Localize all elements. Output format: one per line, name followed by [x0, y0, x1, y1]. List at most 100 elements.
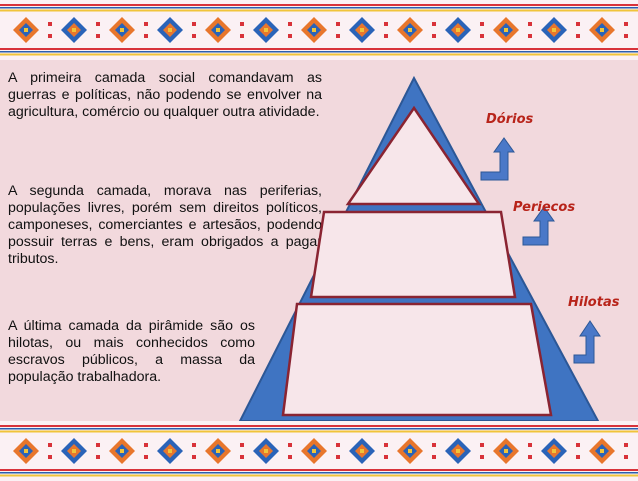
diamond-motif — [312, 449, 316, 453]
dot-motif — [240, 455, 244, 459]
dot-motif — [576, 455, 580, 459]
dot-motif — [288, 443, 292, 447]
dot-motif — [528, 22, 532, 26]
dot-motif — [144, 455, 148, 459]
dot-motif — [528, 455, 532, 459]
diamond-motif — [72, 28, 76, 32]
dot-motif — [384, 455, 388, 459]
pyramid-middle-layer — [309, 210, 517, 299]
layer-label-periecos: Periecos — [513, 200, 576, 215]
diamond-motif — [360, 449, 364, 453]
dot-motif — [384, 443, 388, 447]
diamond-motif — [72, 449, 76, 453]
border-stripe — [0, 472, 638, 474]
paragraph-last-layer: A última camada da pirâmide são os hilot… — [8, 318, 255, 385]
tribal-pattern-border — [0, 0, 638, 60]
dot-motif — [48, 22, 52, 26]
dot-motif — [288, 455, 292, 459]
diamond-motif — [168, 449, 172, 453]
paragraph-first-layer: A primeira camada social comandavam as g… — [8, 70, 322, 120]
border-stripe — [0, 425, 638, 427]
dot-motif — [240, 22, 244, 26]
pyramid-bottom-layer — [281, 302, 553, 417]
dot-motif — [240, 34, 244, 38]
diamond-motif — [24, 28, 28, 32]
dot-motif — [96, 443, 100, 447]
dot-motif — [48, 34, 52, 38]
dot-motif — [288, 34, 292, 38]
border-stripe — [0, 474, 638, 477]
dot-motif — [192, 34, 196, 38]
diamond-motif — [552, 28, 556, 32]
dot-motif — [624, 455, 628, 459]
dot-motif — [336, 22, 340, 26]
diamond-motif — [552, 449, 556, 453]
dot-motif — [624, 443, 628, 447]
paragraph-second-layer: A segunda camada, morava nas periferias,… — [8, 183, 322, 267]
dot-motif — [96, 34, 100, 38]
diamond-motif — [216, 449, 220, 453]
diamond-motif — [168, 28, 172, 32]
diamond-motif — [456, 28, 460, 32]
border-stripe — [0, 428, 638, 430]
arrow-up-icon-periecos — [522, 206, 555, 246]
diamond-motif — [504, 28, 508, 32]
arrow-up-icon-hilotas — [573, 320, 601, 364]
dot-motif — [528, 34, 532, 38]
diamond-motif — [408, 449, 412, 453]
dot-motif — [192, 22, 196, 26]
diamond-motif — [264, 449, 268, 453]
border-stripe — [0, 7, 638, 9]
dot-motif — [432, 34, 436, 38]
pyramid-top-layer — [345, 105, 482, 206]
dot-motif — [384, 34, 388, 38]
dot-motif — [432, 22, 436, 26]
arrow-up-icon-dorios — [480, 137, 515, 181]
dot-motif — [288, 22, 292, 26]
diamond-motif — [600, 449, 604, 453]
diamond-motif — [600, 28, 604, 32]
bottom-decorative-band — [0, 421, 638, 481]
layer-label-hilotas: Hilotas — [568, 295, 620, 310]
dot-motif — [480, 455, 484, 459]
dot-motif — [336, 443, 340, 447]
dot-motif — [192, 443, 196, 447]
dot-motif — [144, 443, 148, 447]
diamond-motif — [216, 28, 220, 32]
border-stripe — [0, 469, 638, 471]
dot-motif — [528, 443, 532, 447]
border-stripe — [0, 51, 638, 53]
dot-motif — [48, 455, 52, 459]
dot-motif — [480, 22, 484, 26]
diamond-motif — [120, 449, 124, 453]
border-stripe — [0, 48, 638, 50]
top-decorative-band — [0, 0, 638, 60]
dot-motif — [432, 443, 436, 447]
layer-label-dorios: Dórios — [486, 112, 534, 127]
dot-motif — [336, 455, 340, 459]
dot-motif — [576, 34, 580, 38]
diamond-motif — [456, 449, 460, 453]
dot-motif — [576, 22, 580, 26]
tribal-pattern-border — [0, 421, 638, 481]
dot-motif — [336, 34, 340, 38]
diamond-motif — [120, 28, 124, 32]
border-stripe — [0, 53, 638, 56]
dot-motif — [576, 443, 580, 447]
dot-motif — [192, 455, 196, 459]
dot-motif — [480, 34, 484, 38]
dot-motif — [624, 34, 628, 38]
diamond-motif — [504, 449, 508, 453]
dot-motif — [480, 443, 484, 447]
diamond-motif — [24, 449, 28, 453]
dot-motif — [144, 22, 148, 26]
diamond-motif — [360, 28, 364, 32]
dot-motif — [48, 443, 52, 447]
border-stripe — [0, 430, 638, 433]
dot-motif — [96, 455, 100, 459]
border-stripe — [0, 4, 638, 6]
diamond-motif — [264, 28, 268, 32]
dot-motif — [384, 22, 388, 26]
dot-motif — [144, 34, 148, 38]
